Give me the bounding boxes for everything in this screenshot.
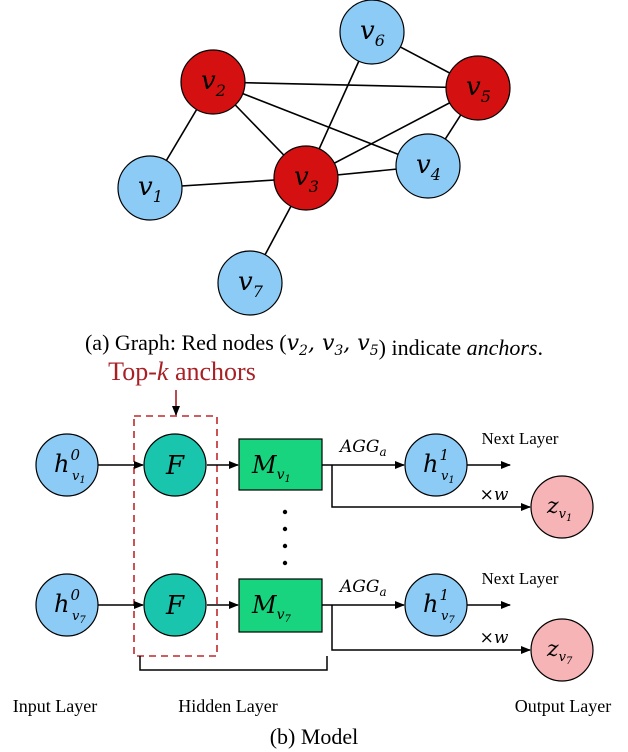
input-node-v7-sup: 0 <box>70 586 80 604</box>
next-layer-label-row1: Next Layer <box>482 429 559 448</box>
edge-v2-v5 <box>212 81 479 89</box>
hidden-layer-bracket <box>139 656 328 671</box>
graph-caption-middle: ) indicate <box>379 335 467 360</box>
graph-node-v6: v6 <box>339 0 405 65</box>
graph-caption-prefix: (a) Graph: Red nodes ( <box>85 330 287 355</box>
m-node-v1: Mv1 <box>238 438 323 491</box>
m-node-v7-base: M <box>251 591 278 619</box>
f-node-row1: F <box>143 433 207 497</box>
hidden-layer-label: Hidden Layer <box>178 696 277 716</box>
input-node-v7-base: h <box>54 590 69 618</box>
m-node-v1-base: M <box>251 451 278 479</box>
graph-node-label-v6: v6 <box>360 16 385 50</box>
graph-node-v4: v4 <box>395 133 461 199</box>
vertical-ellipsis <box>282 509 288 566</box>
times-w-label-row1: ×w <box>480 485 509 505</box>
row1-arrow-z <box>331 465 531 511</box>
z-node-v7-base: z <box>546 637 559 662</box>
graph-node-v1: v1 <box>117 155 183 221</box>
f-node-row1-label: F <box>165 451 185 481</box>
next-layer-label-row2: Next Layer <box>482 569 559 588</box>
graph-node-v2: v2 <box>180 49 246 115</box>
graph-caption-nodes: v2, v3, v5 <box>287 331 379 359</box>
graph-node-v5: v5 <box>445 55 511 121</box>
graph-node-label-v2: v2 <box>201 66 226 100</box>
z-node-v1: zv1 <box>530 475 594 539</box>
graph-nodes: v1 v2 v3 v4 v5 v6 v7 <box>117 0 511 316</box>
agg-label-row1: AGGa <box>338 437 387 459</box>
graph-panel: v1 v2 v3 v4 v5 v6 v7 <box>117 0 511 316</box>
graph-node-label-v3: v3 <box>294 162 319 196</box>
z-node-v7: zv7 <box>530 618 594 682</box>
next-node-v1-sup: 1 <box>439 446 449 464</box>
input-node-v1-sup: 0 <box>70 446 80 464</box>
graph-caption: (a) Graph: Red nodes (v2, v3, v5) indica… <box>85 330 543 360</box>
svg-text:Mv1: Mv1 <box>251 451 291 485</box>
output-layer-label: Output Layer <box>515 696 611 716</box>
m-node-v7: Mv7 <box>238 578 323 633</box>
f-node-row2: F <box>143 573 207 637</box>
graph-node-label-v7: v7 <box>238 267 264 301</box>
graph-node-label-v4: v4 <box>416 150 441 184</box>
f-node-row2-label: F <box>165 591 185 621</box>
z-node-v1-base: z <box>546 494 559 519</box>
topk-label: Top-k anchors <box>108 357 256 386</box>
model-caption: (b) Model <box>270 724 359 749</box>
graph-node-label-v1: v1 <box>138 172 163 206</box>
input-layer-label: Input Layer <box>13 696 97 716</box>
svg-text:zv7: zv7 <box>546 637 573 667</box>
graph-node-v7: v7 <box>217 250 283 316</box>
next-node-v7-sup: 1 <box>439 586 449 604</box>
graph-node-v3: v3 <box>273 145 339 211</box>
input-node-v1-base: h <box>54 450 69 478</box>
graph-node-label-v5: v5 <box>466 72 491 106</box>
next-node-v7-base: h <box>423 590 438 618</box>
topk-dashed-box <box>133 415 218 657</box>
times-w-label-row2: ×w <box>480 628 509 648</box>
graph-caption-emphasis: anchors <box>467 335 538 360</box>
next-node-v1-base: h <box>423 450 438 478</box>
edge-v2-v4 <box>212 81 429 167</box>
graph-caption-suffix: . <box>538 335 544 360</box>
agg-label-row2: AGGa <box>338 577 387 599</box>
row2-arrow-z <box>331 605 531 654</box>
